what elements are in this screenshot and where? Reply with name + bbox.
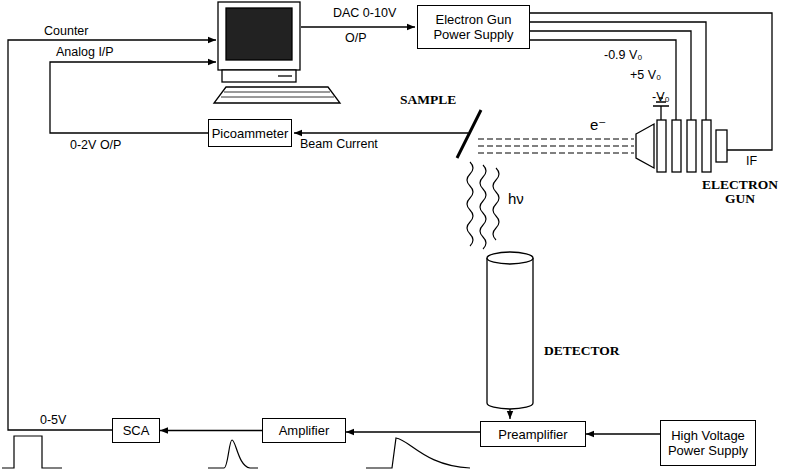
box-text: SCA	[123, 423, 150, 438]
port-label: Counter	[44, 24, 88, 38]
power-supply-box: High Voltage Power Supply	[660, 420, 756, 466]
photon-wave	[493, 168, 499, 240]
detector-window	[487, 252, 533, 264]
ground-electrode	[657, 120, 666, 172]
computer-base	[222, 70, 296, 82]
beam-line	[478, 152, 634, 153]
shaped-pulse	[208, 440, 258, 468]
pulse-shapes	[2, 436, 470, 468]
voltage-label: +5 V₀	[630, 68, 661, 82]
computer-icon	[214, 2, 340, 103]
beam-current-wire	[294, 132, 468, 133]
gun-nozzle	[636, 124, 654, 168]
box-text: Preamplifier	[498, 427, 567, 442]
box-text: Electron Gun Power Supply	[424, 12, 524, 42]
sample-plate	[457, 110, 481, 158]
amplifier-box: Amplifier	[262, 418, 346, 443]
current-label: IF	[746, 154, 757, 168]
signal-label: 0-5V	[40, 413, 66, 427]
cathode-electrode	[702, 120, 711, 172]
counter-wire	[8, 40, 216, 430]
signal-label: O/P	[345, 31, 367, 45]
cathode-wire	[530, 22, 706, 120]
monitor	[218, 2, 300, 70]
signal-label: Beam Current	[300, 137, 378, 151]
voltage-label: -0.9 V₀	[604, 48, 643, 62]
focus-electrode	[672, 120, 681, 172]
beam-line	[478, 138, 634, 139]
part-label: DETECTOR	[544, 344, 620, 358]
box-text: Picoammeter	[212, 126, 289, 141]
sca-box: SCA	[112, 418, 160, 443]
signal-wires	[8, 13, 772, 430]
drive-slot	[278, 75, 292, 76]
keyboard	[214, 87, 340, 103]
focus-wire	[530, 40, 676, 120]
part-label: ELECTRON GUN	[698, 178, 782, 206]
port-label: Analog I/P	[56, 45, 114, 59]
detector-body	[487, 258, 533, 409]
signal-label: DAC 0-10V	[333, 6, 396, 20]
analog-wire	[50, 62, 216, 133]
photon-waves	[467, 162, 499, 249]
preamplifier-box: Preamplifier	[480, 421, 586, 447]
electron-beam	[478, 139, 634, 153]
keyboard-keys	[221, 92, 334, 97]
part-label: SAMPLE	[400, 93, 456, 107]
anode-wire	[530, 31, 691, 120]
electron-label: e⁻	[590, 118, 606, 132]
electron-gun-symbol	[636, 98, 727, 172]
logic-pulse	[2, 436, 62, 468]
power-supply-box: Electron Gun Power Supply	[417, 5, 530, 49]
photon-wave	[480, 165, 486, 249]
photon-wave	[467, 162, 473, 246]
signal-connector	[346, 431, 480, 432]
beam-line	[478, 145, 634, 146]
signal-label: 0-2V O/P	[70, 138, 121, 152]
photon-label: hν	[508, 192, 524, 206]
voltage-label: -V₀	[652, 90, 670, 104]
meter-box: Picoammeter	[208, 119, 293, 147]
signal-connector	[160, 430, 262, 431]
box-text: High Voltage Power Supply	[666, 428, 750, 458]
dac-wire	[301, 26, 415, 27]
preamp-pulse	[366, 438, 470, 468]
filament-block	[716, 130, 727, 162]
anode-electrode	[687, 120, 696, 172]
monitor-screen	[226, 8, 292, 60]
signal-connector	[586, 433, 660, 434]
detector-cylinder	[487, 252, 533, 409]
box-text: Amplifier	[279, 423, 330, 438]
